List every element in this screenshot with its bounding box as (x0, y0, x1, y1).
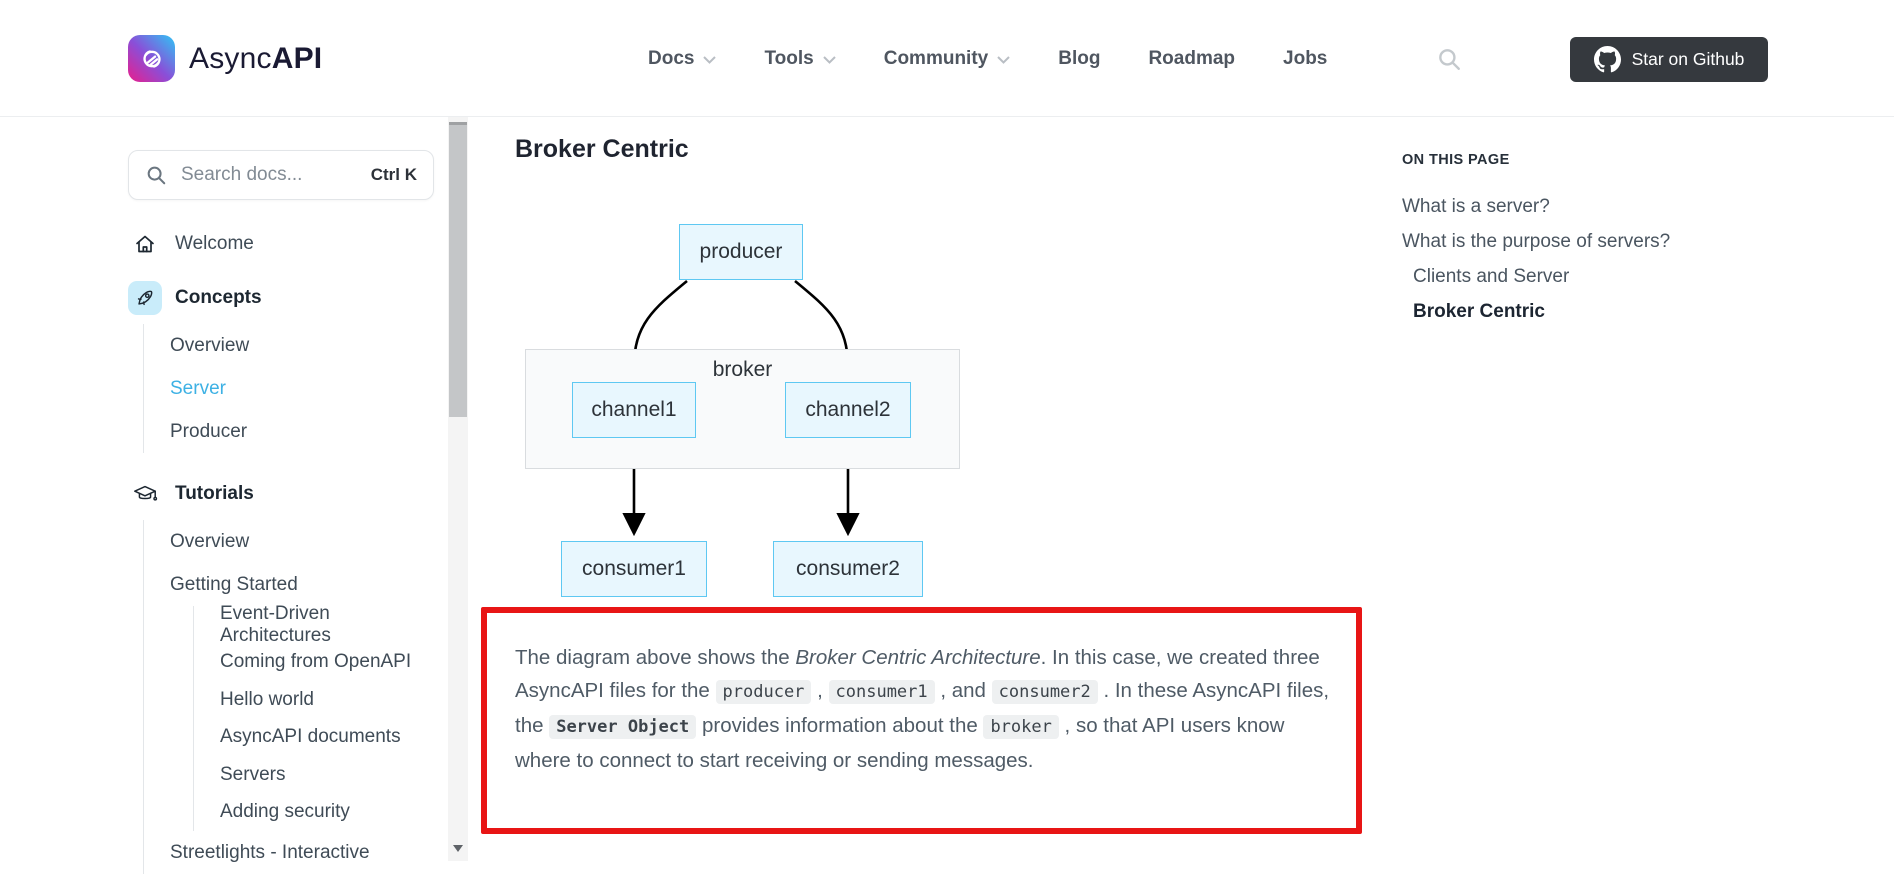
sidebar-item-streetlights-interactive[interactable]: Streetlights - Interactive (170, 841, 370, 863)
nav-roadmap[interactable]: Roadmap (1148, 48, 1235, 70)
asyncapi-logo[interactable]: AsyncAPI (128, 35, 322, 82)
toc-item-clients-and-server[interactable]: Clients and Server (1413, 266, 1570, 287)
diagram-node-channel1: channel1 (572, 382, 696, 438)
sidebar-item-coming-from-openapi[interactable]: Coming from OpenAPI (220, 651, 412, 673)
toc-title: ON THIS PAGE (1402, 152, 1510, 168)
github-button-label: Star on Github (1631, 49, 1745, 69)
toc-list: What is a server? What is the purpose of… (1402, 196, 1762, 323)
search-shortcut: Ctrl K (370, 165, 417, 184)
scrollbar-thumb[interactable] (449, 122, 467, 417)
github-icon (1593, 46, 1621, 73)
article-paragraph: The diagram above shows the Broker Centr… (515, 646, 1330, 772)
sidebar-item-tutorials-overview[interactable]: Overview (170, 530, 250, 552)
nav-jobs[interactable]: Jobs (1283, 48, 1327, 70)
concepts-links: Overview Server Producer (143, 324, 434, 453)
diagram-node-channel2: channel2 (785, 382, 911, 438)
sidebar-item-hello-world[interactable]: Hello world (220, 688, 314, 710)
asyncapi-logo-icon (128, 35, 175, 82)
chevron-down-icon (703, 56, 717, 64)
home-icon (128, 227, 162, 261)
nav-tools[interactable]: Tools (764, 47, 836, 70)
docs-sidebar: Search docs... Ctrl K Welcome Concepts O… (128, 117, 434, 874)
toc-item-purpose-of-servers[interactable]: What is the purpose of servers? (1402, 231, 1671, 252)
nav-community[interactable]: Community (884, 48, 1011, 70)
article-content: Broker Centric broker producer channel1 … (481, 117, 1425, 861)
brand-name: AsyncAPI (189, 41, 323, 75)
nav-community-label: Community (883, 47, 989, 69)
getting-started-links: Event-Driven Architectures Coming from O… (193, 602, 434, 831)
nav-jobs-label: Jobs (1283, 47, 1328, 69)
nav-blog[interactable]: Blog (1058, 48, 1100, 70)
docs-scrollbar[interactable] (448, 117, 468, 861)
nav-docs[interactable]: Docs (648, 47, 717, 70)
red-annotation-rectangle (481, 607, 1362, 834)
tutorials-links: Overview Getting Started Event-Driven Ar… (143, 520, 434, 874)
sidebar-item-concepts-server[interactable]: Server (170, 377, 226, 399)
rocket-icon (128, 281, 162, 315)
scroll-down-arrow-icon[interactable] (453, 845, 463, 852)
diagram-node-consumer1: consumer1 (561, 541, 707, 597)
nav-docs-label: Docs (648, 47, 695, 69)
toc-item-broker-centric[interactable]: Broker Centric (1413, 301, 1545, 322)
star-on-github-button[interactable]: Star on Github (1570, 37, 1768, 82)
diagram-node-producer: producer (679, 224, 803, 280)
sidebar-section-tutorials[interactable]: Tutorials (128, 474, 434, 514)
sidebar-section-concepts[interactable]: Concepts (128, 278, 434, 318)
nav-roadmap-label: Roadmap (1148, 47, 1236, 69)
on-this-page-toc: ON THIS PAGE What is a server? What is t… (1402, 152, 1762, 323)
nav-blog-label: Blog (1058, 47, 1101, 69)
top-navbar: AsyncAPI Docs Tools Community Blog Roadm… (0, 0, 1894, 117)
chevron-down-icon (997, 56, 1010, 64)
page-title: Broker Centric (515, 135, 689, 163)
diagram-broker-label: broker (712, 358, 773, 381)
sidebar-item-welcome[interactable]: Welcome (128, 224, 434, 264)
chevron-down-icon (823, 56, 836, 64)
toc-item-what-is-a-server[interactable]: What is a server? (1402, 196, 1550, 217)
docs-search-input[interactable]: Search docs... Ctrl K (128, 150, 434, 200)
nav-tools-label: Tools (764, 47, 814, 69)
search-placeholder: Search docs... (181, 164, 303, 185)
sidebar-item-concepts-overview[interactable]: Overview (170, 334, 250, 356)
sidebar-item-getting-started[interactable]: Getting Started (170, 573, 298, 595)
sidebar-item-event-driven-architectures[interactable]: Event-Driven Architectures (220, 602, 331, 646)
main-nav: Docs Tools Community Blog Roadmap Jobs (648, 0, 1327, 117)
sidebar-item-adding-security[interactable]: Adding security (220, 801, 350, 823)
diagram-node-consumer2: consumer2 (773, 541, 923, 597)
search-icon (147, 166, 166, 185)
sidebar-item-asyncapi-documents[interactable]: AsyncAPI documents (220, 726, 401, 748)
sidebar-item-concepts-producer[interactable]: Producer (170, 420, 248, 442)
graduation-cap-icon (128, 477, 162, 511)
search-icon[interactable] (1436, 46, 1462, 72)
sidebar-item-servers[interactable]: Servers (220, 763, 286, 785)
